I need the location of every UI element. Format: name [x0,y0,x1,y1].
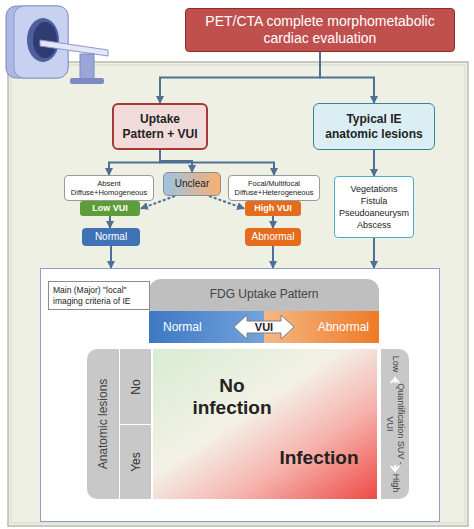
gantry [6,6,68,78]
node-text: Abnormal [252,231,295,243]
quantification-bar: LowQuantification SUV - VUI High [381,349,409,499]
node-text: Main (Major) "local" imaging criteria of… [48,281,150,310]
scale-arrow-top [391,378,399,383]
connector [160,150,192,172]
row-label: No [119,349,151,424]
pet-scanner-illustration [0,0,120,90]
node-text: Vegetations Fistula Pseudoaneurysm Absce… [339,183,409,231]
node-text: High [390,468,401,498]
gantry-bore-inner [33,22,57,58]
node-text: High VUI [254,203,292,214]
node-text: Low [390,349,401,379]
connector [373,150,375,176]
node-text: Absent Diffuse+Homogeneous [67,179,151,198]
connector [320,52,374,103]
connector [160,52,320,103]
unclear-box: Unclear [163,172,221,196]
pattern-box: Absent Diffuse+Homogeneous [64,175,154,201]
node-text: Low VUI [92,203,128,214]
result-box: Normal [82,228,140,246]
patient-table [40,40,108,56]
node-text: Abnormal [318,320,369,334]
vui-double-arrow: VUI [233,314,295,340]
lesion-list-box: Vegetations Fistula Pseudoaneurysm Absce… [334,176,414,238]
node-text: Uptake Pattern + VUI [119,112,201,142]
connector [373,238,375,268]
frame-panel [8,62,468,526]
connector [109,150,160,175]
criteria-panel: Main (Major) "local" imaging criteria of… [40,268,440,522]
node-text: VUI [255,321,273,334]
node-text: Unclear [175,178,209,190]
process-box: Uptake Pattern + VUI [112,103,208,150]
table-foot [70,78,104,84]
double-arrow-outline [234,315,294,339]
connector [272,216,274,228]
node-text: Infection [271,447,367,469]
node-text: Normal [95,231,127,243]
node-text: No [129,357,143,417]
process-box: Typical IE anatomic lesions [313,103,435,150]
scale-arrow-bottom [391,465,399,471]
node-text: Typical IE anatomic lesions [319,112,429,142]
infection-matrix: No infectionInfection [153,349,377,499]
connector [109,216,111,228]
node-text: PET/CTA complete morphometabolic cardiac… [196,13,444,47]
vui-label: Low VUI [80,201,140,216]
node-text: No infection [187,375,277,419]
node-text: Yes [129,432,143,492]
node-text: Focal/Multifocal Diffuse+Heterogeneous [231,179,317,198]
result-box: Abnormal [245,228,301,246]
node-text: Quantification SUV - VUI [384,383,406,465]
vui-label: High VUI [245,201,301,216]
pattern-box: Focal/Multifocal Diffuse+Heterogeneous [228,175,320,201]
table-base [80,54,94,80]
frame-inner-line [11,65,465,523]
connector [272,246,274,268]
row-label: Yes [119,424,151,499]
node-text: FDG Uptake Pattern [149,279,379,301]
fdg-header-box: FDG Uptake PatternNormal Abnormal VUI [149,279,379,343]
title-box: PET/CTA complete morphometabolic cardiac… [185,8,455,52]
node-text: Anatomic lesions [96,354,110,494]
connector [110,246,112,268]
anatomic-lesions-bar: Anatomic lesions NoYes [87,349,151,499]
node-text: Normal [163,320,202,334]
